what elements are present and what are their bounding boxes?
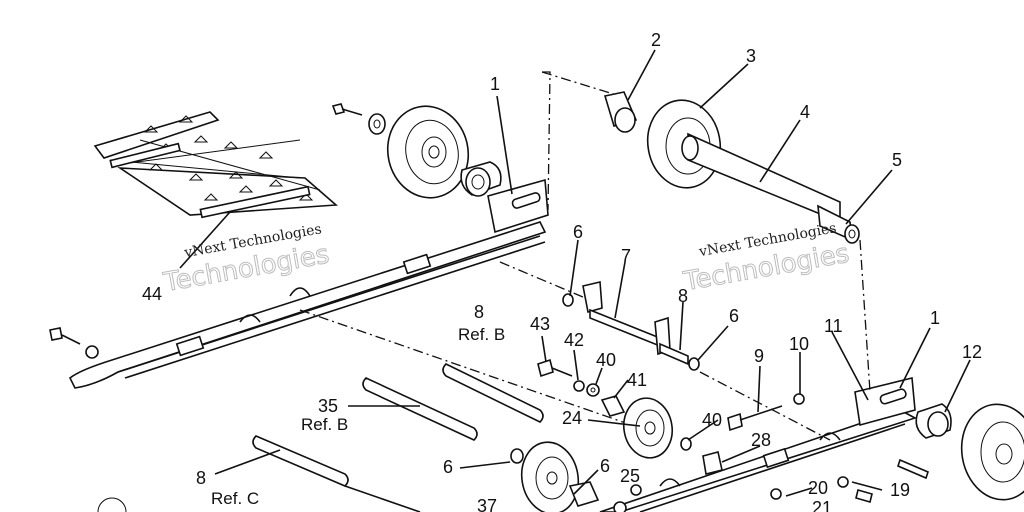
right-side-parts xyxy=(613,393,1024,512)
callout-19: 19 xyxy=(890,480,910,500)
callout-labels: 1 1 2 3 4 5 6 6 6 6 7 8 8 8 Ref. B Ref. … xyxy=(142,30,982,512)
callout-7: 7 xyxy=(621,246,631,266)
callout-24: 24 xyxy=(562,408,582,428)
callout-10: 10 xyxy=(789,334,809,354)
callout-5: 5 xyxy=(892,150,902,170)
callout-8-b: 8 xyxy=(474,302,484,322)
upper-left-wheel xyxy=(331,103,502,199)
ref-c-label: Ref. C xyxy=(211,489,259,508)
callout-4: 4 xyxy=(800,102,810,122)
callout-28: 28 xyxy=(751,430,771,450)
callout-37: 37 xyxy=(477,496,497,512)
callout-44: 44 xyxy=(142,284,162,304)
callout-20: 20 xyxy=(808,478,828,498)
callout-6-a: 6 xyxy=(573,222,583,242)
callout-8-a: 8 xyxy=(678,286,688,306)
callout-21: 21 xyxy=(812,498,832,512)
alignment-line xyxy=(499,261,591,301)
right-rail xyxy=(599,377,918,512)
alignment-line xyxy=(542,71,551,211)
callout-40-a: 40 xyxy=(596,350,616,370)
alignment-line xyxy=(699,371,831,441)
callout-6-c: 6 xyxy=(443,457,453,477)
upper-axle-assembly xyxy=(603,91,860,244)
callout-1-left: 1 xyxy=(490,74,500,94)
callout-3: 3 xyxy=(746,46,756,66)
left-bars xyxy=(252,363,544,512)
callout-41: 41 xyxy=(627,370,647,390)
callout-9: 9 xyxy=(754,346,764,366)
alignment-line xyxy=(541,71,621,97)
middle-wheel-24 xyxy=(622,397,692,459)
callout-42: 42 xyxy=(564,330,584,350)
watermark-right: Technologies vNext Technologies xyxy=(680,220,852,298)
callout-11: 11 xyxy=(824,316,843,336)
leader-lines xyxy=(179,49,971,497)
lower-wheel xyxy=(510,441,642,512)
callout-35: 35 xyxy=(318,396,338,416)
callout-6-b: 6 xyxy=(729,306,739,326)
watermark-left: Technologies vNext Technologies xyxy=(160,221,332,298)
callout-1-right: 1 xyxy=(930,308,940,328)
alignment-line xyxy=(859,239,871,393)
left-rail xyxy=(68,178,549,389)
callout-25: 25 xyxy=(620,466,640,486)
left-bolt xyxy=(49,327,127,512)
callout-40-b: 40 xyxy=(702,410,722,430)
callout-12: 12 xyxy=(962,342,982,362)
track-section-44 xyxy=(93,111,338,219)
callout-8-c: 8 xyxy=(196,468,206,488)
callout-2: 2 xyxy=(651,30,661,50)
ref-b-label-1: Ref. B xyxy=(458,325,505,344)
ref-b-label-2: Ref. B xyxy=(301,415,348,434)
callout-43: 43 xyxy=(530,314,550,334)
cross-shaft-7 xyxy=(562,281,700,371)
callout-6-d: 6 xyxy=(600,456,610,476)
